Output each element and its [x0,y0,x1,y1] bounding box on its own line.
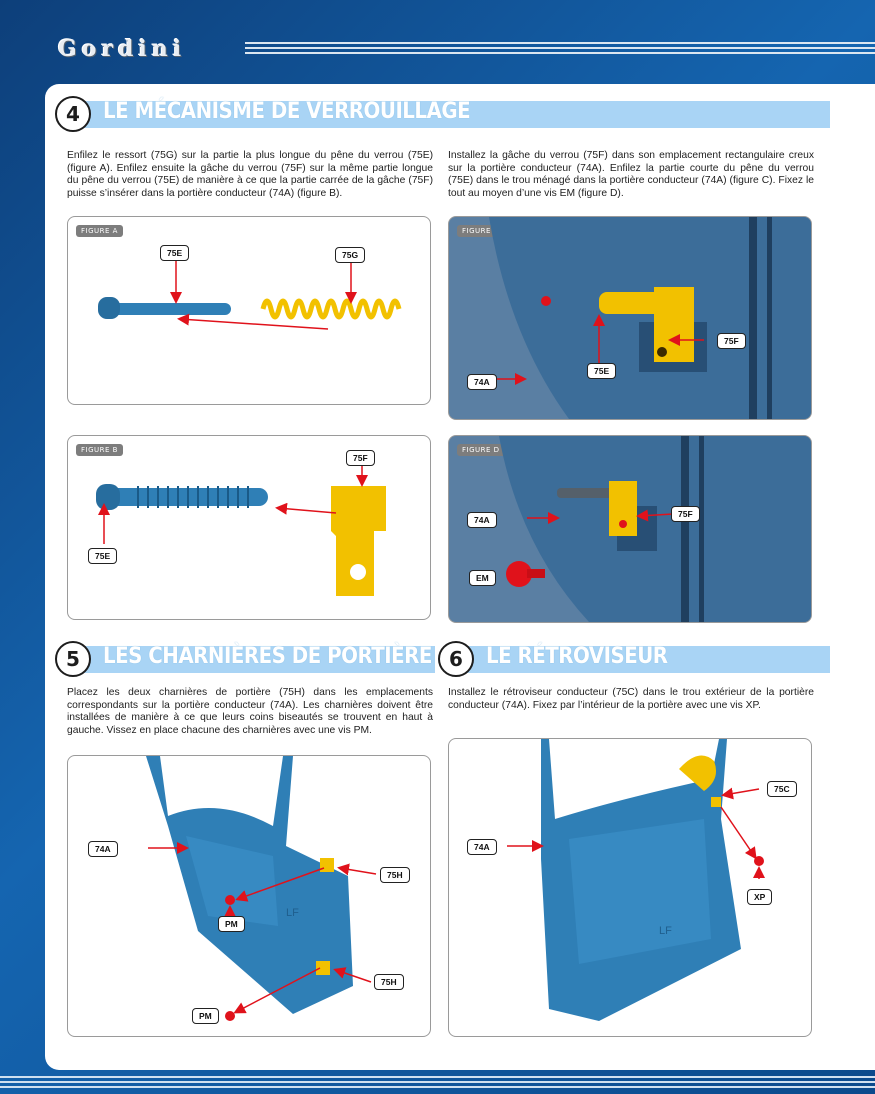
callout-74a: 74A [467,374,497,390]
section-title: LE RÉTROVISEUR [486,644,668,669]
figure-c: FIGURE C 75F 75E 74A [448,216,812,420]
figure-b: FIGURE B 75F 75E [67,435,431,620]
figure-a: FIGURE A 75E 75G [67,216,431,405]
footer-lines [0,1076,875,1091]
section-4-header: 4 LE MÉCANISME DE VERROUILLAGE [55,96,830,132]
callout-74a: 74A [467,839,497,855]
stamp-lf: LF [286,907,299,919]
paragraph-6: Installez le rétroviseur conducteur (75C… [448,687,814,711]
section-title: LE MÉCANISME DE VERROUILLAGE [103,99,471,124]
callout-pm: PM [192,1008,219,1024]
section-number: 5 [55,641,91,677]
stamp-lf: LF [659,925,672,937]
callout-75f: 75F [717,333,746,349]
callout-74a: 74A [467,512,497,528]
figure-a-drawing [98,259,402,330]
paragraph-4a: Enfilez le ressort (75G) sur la partie l… [67,150,433,199]
figure-mirror-drawing: LF [507,739,765,1021]
callout-75e: 75E [587,363,617,379]
header-lines [245,42,875,60]
callout-75e: 75E [88,548,118,564]
figure-mirror: LF 75C 74A XP [448,738,812,1037]
callout-75c: 75C [767,781,797,797]
paragraph-4b: Installez la gâche du verrou (75F) dans … [448,150,814,199]
callout-em: EM [469,570,496,586]
brand-logo: Gordini [58,36,187,62]
figure-hinges-drawing: LF [146,756,377,1021]
callout-75e: 75E [160,245,190,261]
figure-d: FIGURE D 74A 75F EM [448,435,812,623]
figure-hinges: LF 74A 75H PM 75H PM [67,755,431,1037]
callout-75h: 75H [374,974,404,990]
callout-xp: XP [747,889,773,905]
figure-label: FIGURE A [76,225,123,237]
paragraph-5: Placez les deux charnières de portière (… [67,687,433,736]
figure-d-drawing [499,436,811,622]
brand-header: Gordini [0,30,875,70]
section-6-header: 6 LE RÉTROVISEUR [438,641,830,677]
callout-74a: 74A [88,841,118,857]
figure-label: FIGURE D [457,444,505,456]
section-5-header: 5 LES CHARNIÈRES DE PORTIÈRE [55,641,435,677]
callout-75f: 75F [671,506,700,522]
figure-c-drawing [489,217,811,419]
callout-75g: 75G [335,247,366,263]
section-title: LES CHARNIÈRES DE PORTIÈRE [103,644,432,669]
callout-pm: PM [218,916,245,932]
figure-label: FIGURE B [76,444,123,456]
callout-75f: 75F [346,450,375,466]
section-number: 6 [438,641,474,677]
callout-75h: 75H [380,867,410,883]
section-number: 4 [55,96,91,132]
instruction-page: 4 LE MÉCANISME DE VERROUILLAGE Enfilez l… [45,84,875,1070]
figure-b-drawing [96,466,386,596]
